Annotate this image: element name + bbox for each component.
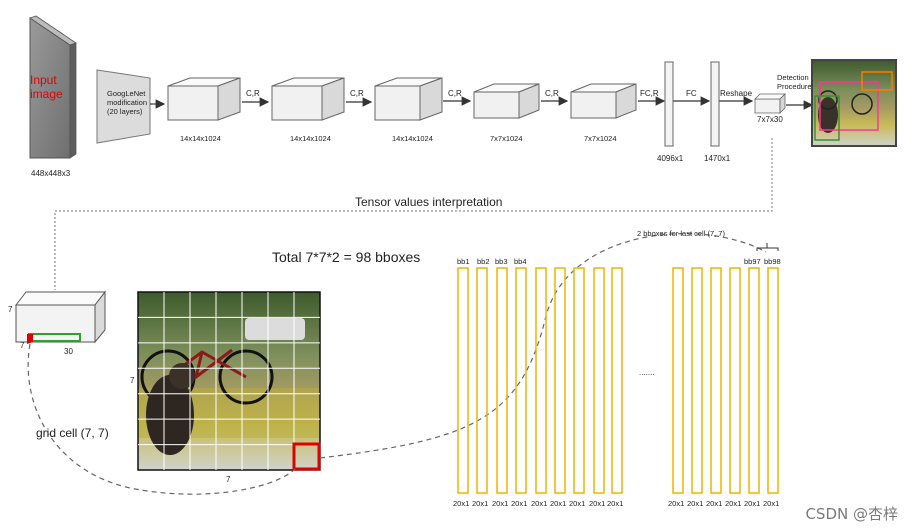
bbox-bar-right-2	[691, 267, 703, 494]
interpretation-connector-dotted	[54, 138, 773, 290]
bbox-bar-right-1	[672, 267, 684, 494]
bbox-bar-size-label: 20x1	[744, 499, 760, 508]
tensor-front-label: 7	[20, 341, 25, 350]
conv-block-size-label-4: 7x7x1024	[490, 134, 523, 143]
bbox-bar-size-label: 20x1	[569, 499, 585, 508]
bbox-bar-size-label: 20x1	[607, 499, 623, 508]
tensor-side-label: 7	[8, 305, 13, 314]
tensor-depth-label: 30	[64, 347, 73, 356]
grid-side-label: 7	[130, 376, 135, 385]
detection-result-image	[811, 59, 897, 147]
bbox-label-bb2: bb2	[477, 257, 490, 266]
grid-cell-label: grid cell (7, 7)	[36, 426, 109, 440]
bbox-bar-size-label: 20x1	[589, 499, 605, 508]
tensor-interpretation-title: Tensor values interpretation	[355, 195, 502, 209]
input-size-label: 448x448x3	[31, 169, 71, 178]
bbox-bar-size-label: 20x1	[668, 499, 684, 508]
cell-to-last-bboxes-dashed-curve	[319, 233, 767, 459]
bbox-bar-size-label: 20x1	[763, 499, 779, 508]
googlenet-label-line1: GoogLeNet	[107, 89, 146, 98]
arrow-label-1: C,R	[246, 89, 260, 98]
conv-block-4: 7x7x1024	[473, 83, 540, 143]
last-cell-note: 2 bboxes for last cell (7, 7)	[637, 229, 725, 238]
fc-layer-1	[664, 61, 674, 147]
bbox-bar-left-6	[554, 267, 566, 494]
bbox-bar-size-label: 20x1	[706, 499, 722, 508]
arrow-label-2: C,R	[350, 89, 364, 98]
bbox-label-bb4: bb4	[514, 257, 527, 266]
bbox-bar-size-label: 20x1	[453, 499, 469, 508]
bbox-bar-left-8	[593, 267, 605, 494]
total-bboxes-text: Total 7*7*2 = 98 bboxes	[272, 249, 420, 265]
bars-ellipsis: .......	[639, 368, 655, 377]
bbox-bar-right-6	[767, 267, 779, 494]
output-size-label: 7x7x30	[757, 115, 783, 124]
grid-cell-highlight	[292, 442, 321, 471]
conv-block-3: 14x14x1024	[374, 77, 443, 143]
csdn-watermark: CSDN @杏梓	[805, 505, 898, 523]
googlenet-block	[96, 69, 151, 144]
fc-size-label-2: 1470x1	[704, 154, 731, 163]
arrow-label-4: C,R	[545, 89, 559, 98]
output-tensor-cube	[754, 93, 786, 114]
conv-block-2: 14x14x1024	[271, 77, 345, 143]
bbox-bar-right-4	[729, 267, 741, 494]
bbox-bar-size-label: 20x1	[472, 499, 488, 508]
fc-layer-2	[710, 61, 720, 147]
tensor-box	[14, 290, 107, 344]
input-image-slab	[29, 15, 77, 159]
bbox-label-bb3: bb3	[495, 257, 508, 266]
conv-block-size-label-5: 7x7x1024	[584, 134, 617, 143]
bbox-label-bb1: bb1	[457, 257, 470, 266]
detection-label-line2: Procedure	[777, 82, 812, 91]
last-cell-bracket	[756, 243, 779, 251]
conv-block-size-label-3: 14x14x1024	[392, 134, 433, 143]
bbox-bar-right-5	[748, 267, 760, 494]
bbox-bar-left-9	[611, 267, 623, 494]
bbox-bar-size-label: 20x1	[725, 499, 741, 508]
grid-bottom-label: 7	[226, 475, 231, 484]
arrow-label-6: FC	[686, 89, 697, 98]
bbox-bar-right-3	[710, 267, 722, 494]
arrow-label-5: FC,R	[640, 89, 659, 98]
input-label-line2: image	[30, 87, 63, 101]
conv-block-size-label-2: 14x14x1024	[290, 134, 331, 143]
bbox-bar-left-2	[476, 267, 488, 494]
arrow-label-3: C,R	[448, 89, 462, 98]
googlenet-label-line3: (20 layers)	[107, 107, 143, 116]
bbox-bar-size-label: 20x1	[687, 499, 703, 508]
conv-block-5: 7x7x1024	[570, 83, 637, 143]
bbox-bar-left-3	[496, 267, 508, 494]
bbox-bar-left-4	[515, 267, 527, 494]
bbox-bar-left-5	[535, 267, 547, 494]
bbox-bar-size-label: 20x1	[492, 499, 508, 508]
grid-lines	[138, 292, 320, 470]
bbox-bar-size-label: 20x1	[531, 499, 547, 508]
bbox-bar-left-7	[573, 267, 585, 494]
detection-label-line1: Detection	[777, 73, 809, 82]
fc-size-label-1: 4096x1	[657, 154, 684, 163]
grid-photo	[137, 291, 321, 471]
input-label-line1: Input	[30, 73, 57, 87]
arrow-label-7: Reshape	[720, 89, 753, 98]
googlenet-label-line2: modification	[107, 98, 147, 107]
bbox-label-bb98: bb98	[764, 257, 781, 266]
bbox-label-bb97: bb97	[744, 257, 761, 266]
bbox-bar-size-label: 20x1	[511, 499, 527, 508]
bbox-bar-left-1	[457, 267, 469, 494]
conv-block-size-label-1: 14x14x1024	[180, 134, 221, 143]
conv-block-1: 14x14x1024	[167, 77, 241, 143]
bbox-bar-size-label: 20x1	[550, 499, 566, 508]
